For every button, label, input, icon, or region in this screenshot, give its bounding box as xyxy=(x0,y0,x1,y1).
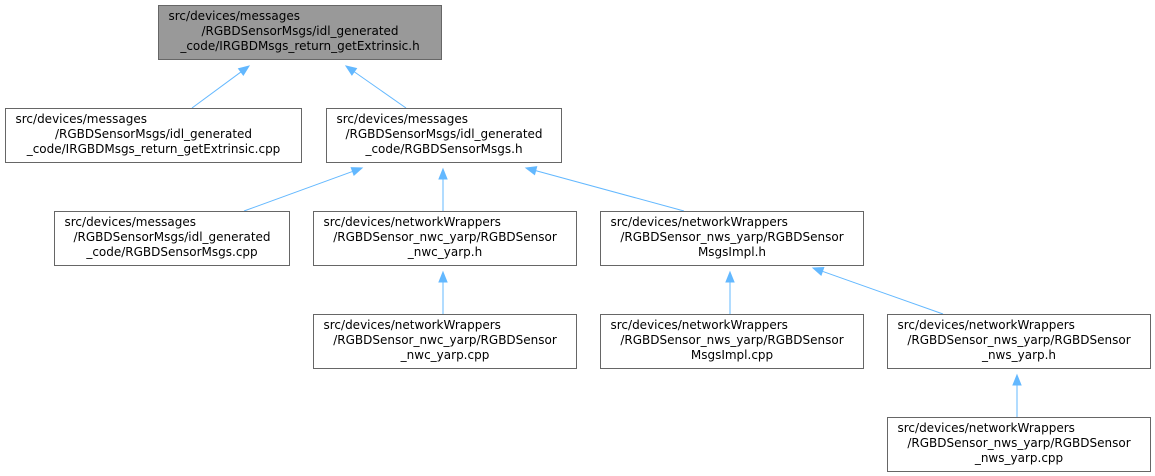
edge-nws_h-to-nws_msgsimpl_h xyxy=(811,267,944,315)
node-box xyxy=(600,314,864,369)
node-label-line: /RGBDSensorMsgs/idl_generated xyxy=(201,24,398,38)
node-label-line: /RGBDSensorMsgs/idl_generated xyxy=(55,127,252,141)
edges-layer xyxy=(191,65,1022,417)
edge-arrowhead xyxy=(811,267,825,276)
edge-nwc_h-to-rgbdmsgs_h xyxy=(438,167,448,211)
node-box xyxy=(54,211,290,266)
node-rgbdmsgs_h[interactable]: src/devices/messages/RGBDSensorMsgs/idl_… xyxy=(326,108,562,163)
node-box xyxy=(5,108,302,163)
node-label-line: MsgsImpl.cpp xyxy=(691,348,773,362)
node-label-line: MsgsImpl.h xyxy=(698,245,766,259)
node-label-line: src/devices/networkWrappers xyxy=(611,318,788,332)
node-label-line: src/devices/networkWrappers xyxy=(324,215,501,229)
node-box xyxy=(313,314,577,369)
node-nws_cpp[interactable]: src/devices/networkWrappers/RGBDSensor_n… xyxy=(887,417,1151,472)
node-label-line: _code/RGBDSensorMsgs.h xyxy=(364,142,522,156)
node-label-line: src/devices/networkWrappers xyxy=(611,215,788,229)
node-label-line: /RGBDSensor_nws_yarp/RGBDSensor xyxy=(620,230,843,244)
node-label-line: src/devices/networkWrappers xyxy=(898,421,1075,435)
edge-arrowhead xyxy=(237,65,251,77)
node-label-line: _nwc_yarp.cpp xyxy=(400,348,490,362)
edge-arrowhead xyxy=(438,167,448,180)
node-label-line: /RGBDSensorMsgs/idl_generated xyxy=(73,230,270,244)
node-box xyxy=(887,417,1151,472)
node-root[interactable]: src/devices/messages/RGBDSensorMsgs/idl_… xyxy=(158,5,442,60)
node-nwc_h[interactable]: src/devices/networkWrappers/RGBDSensor_n… xyxy=(313,211,577,266)
edge-line xyxy=(243,170,353,212)
edge-nws_msgsimpl_h-to-rgbdmsgs_h xyxy=(524,166,685,212)
edge-arrowhead xyxy=(1012,373,1022,386)
node-label-line: /RGBDSensor_nwc_yarp/RGBDSensor xyxy=(333,230,557,244)
node-label-line: /RGBDSensor_nwc_yarp/RGBDSensor xyxy=(333,333,557,347)
node-box xyxy=(313,211,577,266)
node-rgbdmsgs_cpp[interactable]: src/devices/messages/RGBDSensorMsgs/idl_… xyxy=(54,211,290,266)
node-label-line: /RGBDSensorMsgs/idl_generated xyxy=(345,127,542,141)
edge-nwc_cpp-to-nwc_h xyxy=(438,270,448,314)
edge-arrowhead xyxy=(438,270,448,283)
node-label-line: _nwc_yarp.h xyxy=(407,245,482,259)
edge-arrowhead xyxy=(344,65,358,76)
node-irgbd_cpp[interactable]: src/devices/messages/RGBDSensorMsgs/idl_… xyxy=(5,108,302,163)
node-label-line: _code/IRGBDMsgs_return_getExtrinsic.cpp xyxy=(26,142,281,156)
node-nws_msgsimpl_cpp[interactable]: src/devices/networkWrappers/RGBDSensor_n… xyxy=(600,314,864,369)
node-label-line: src/devices/messages xyxy=(169,9,300,23)
node-nws_msgsimpl_h[interactable]: src/devices/networkWrappers/RGBDSensor_n… xyxy=(600,211,864,266)
node-label-line: _nws_yarp.cpp xyxy=(974,451,1063,465)
edge-irgbd_cpp-to-root xyxy=(191,65,251,109)
edge-rgbdmsgs_cpp-to-rgbdmsgs_h xyxy=(243,167,364,212)
node-nwc_cpp[interactable]: src/devices/networkWrappers/RGBDSensor_n… xyxy=(313,314,577,369)
node-label-line: src/devices/messages xyxy=(16,112,147,126)
edge-arrowhead xyxy=(725,270,735,283)
node-label-line: src/devices/networkWrappers xyxy=(324,318,501,332)
edge-nws_msgsimpl_cpp-to-nws_msgsimpl_h xyxy=(725,270,735,314)
edge-arrowhead xyxy=(524,166,538,176)
edge-line xyxy=(191,71,242,109)
edge-line xyxy=(535,170,685,212)
node-label-line: _nws_yarp.h xyxy=(981,348,1056,362)
node-label-line: /RGBDSensor_nws_yarp/RGBDSensor xyxy=(907,436,1130,450)
edge-rgbdmsgs_h-to-root xyxy=(344,65,407,109)
node-label-line: src/devices/messages xyxy=(65,215,196,229)
node-box xyxy=(326,108,562,163)
edge-line xyxy=(353,71,407,109)
node-box xyxy=(887,314,1151,369)
node-nws_h[interactable]: src/devices/networkWrappers/RGBDSensor_n… xyxy=(887,314,1151,369)
nodes-layer: src/devices/messages/RGBDSensorMsgs/idl_… xyxy=(5,5,1151,472)
edge-line xyxy=(822,270,944,315)
node-label-line: src/devices/networkWrappers xyxy=(898,318,1075,332)
node-label-line: _code/IRGBDMsgs_return_getExtrinsic.h xyxy=(179,39,419,53)
node-label-line: /RGBDSensor_nws_yarp/RGBDSensor xyxy=(907,333,1130,347)
edge-arrowhead xyxy=(350,167,364,177)
node-box xyxy=(158,5,442,60)
node-label-line: src/devices/messages xyxy=(337,112,468,126)
node-label-line: _code/RGBDSensorMsgs.cpp xyxy=(85,245,257,259)
node-label-line: /RGBDSensor_nws_yarp/RGBDSensor xyxy=(620,333,843,347)
node-box xyxy=(600,211,864,266)
edge-nws_cpp-to-nws_h xyxy=(1012,373,1022,417)
